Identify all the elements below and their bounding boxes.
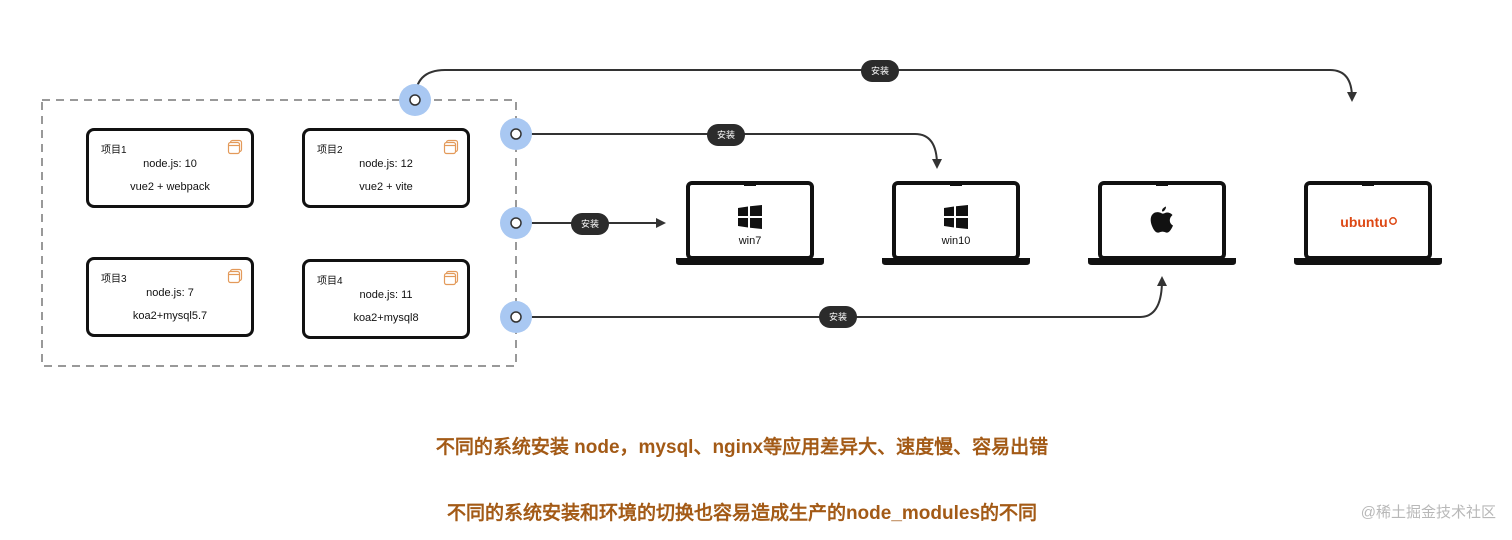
project-name: 项目2 <box>317 145 343 156</box>
project-node-version: node.js: 7 <box>146 287 194 299</box>
project-node-version: node.js: 12 <box>359 158 413 170</box>
project-stack: koa2+mysql5.7 <box>132 310 208 322</box>
os-label-win10: win10 <box>941 235 971 247</box>
window-stack-icon <box>227 139 243 155</box>
watermark: @稀土掘金技术社区 <box>1360 504 1496 521</box>
apple-logo-icon <box>1150 206 1173 233</box>
install-label-mac: 安装 <box>818 306 858 328</box>
install-label-win10: 安装 <box>706 124 746 146</box>
os-label-win7: win7 <box>738 235 762 247</box>
ubuntu-logo-icon <box>1389 217 1397 225</box>
install-line-mac <box>516 276 1167 318</box>
project-stack: vue2 + vite <box>359 181 413 193</box>
windows-logo-icon <box>944 205 968 229</box>
install-label-ubuntu: 安装 <box>860 60 900 82</box>
project-stack: vue2 + webpack <box>130 181 210 193</box>
caption-line-1: 不同的系统安装 node，mysql、nginx等应用差异大、速度慢、容易出错 <box>435 437 1049 458</box>
window-stack-icon <box>443 139 459 155</box>
ubuntu-wordmark: ubuntu <box>1340 214 1388 230</box>
project-stack: koa2+mysql8 <box>353 312 419 324</box>
caption-line-2: 不同的系统安装和环境的切换也容易造成生产的node_modules的不同 <box>446 503 1038 524</box>
project-name: 项目3 <box>101 274 127 285</box>
project-name: 项目1 <box>101 145 127 156</box>
windows-logo-icon <box>738 205 762 229</box>
connector-node-3 <box>500 301 532 333</box>
project-card-4: 项目4 node.js: 11 koa2+mysql8 <box>302 259 470 339</box>
window-stack-icon <box>227 268 243 284</box>
install-label-win7: 安装 <box>570 213 610 235</box>
project-node-version: node.js: 10 <box>143 158 197 170</box>
project-name: 项目4 <box>317 276 343 287</box>
project-card-3: 项目3 node.js: 7 koa2+mysql5.7 <box>86 257 254 337</box>
connector-node-1 <box>500 118 532 150</box>
project-card-1: 项目1 node.js: 10 vue2 + webpack <box>86 128 254 208</box>
project-card-2: 项目2 node.js: 12 vue2 + vite <box>302 128 470 208</box>
connector-node-2 <box>500 207 532 239</box>
laptop-ubuntu <box>1294 181 1442 265</box>
connector-node-top <box>399 84 431 116</box>
window-stack-icon <box>443 270 459 286</box>
install-line-win10 <box>516 133 942 169</box>
project-node-version: node.js: 11 <box>359 289 413 301</box>
